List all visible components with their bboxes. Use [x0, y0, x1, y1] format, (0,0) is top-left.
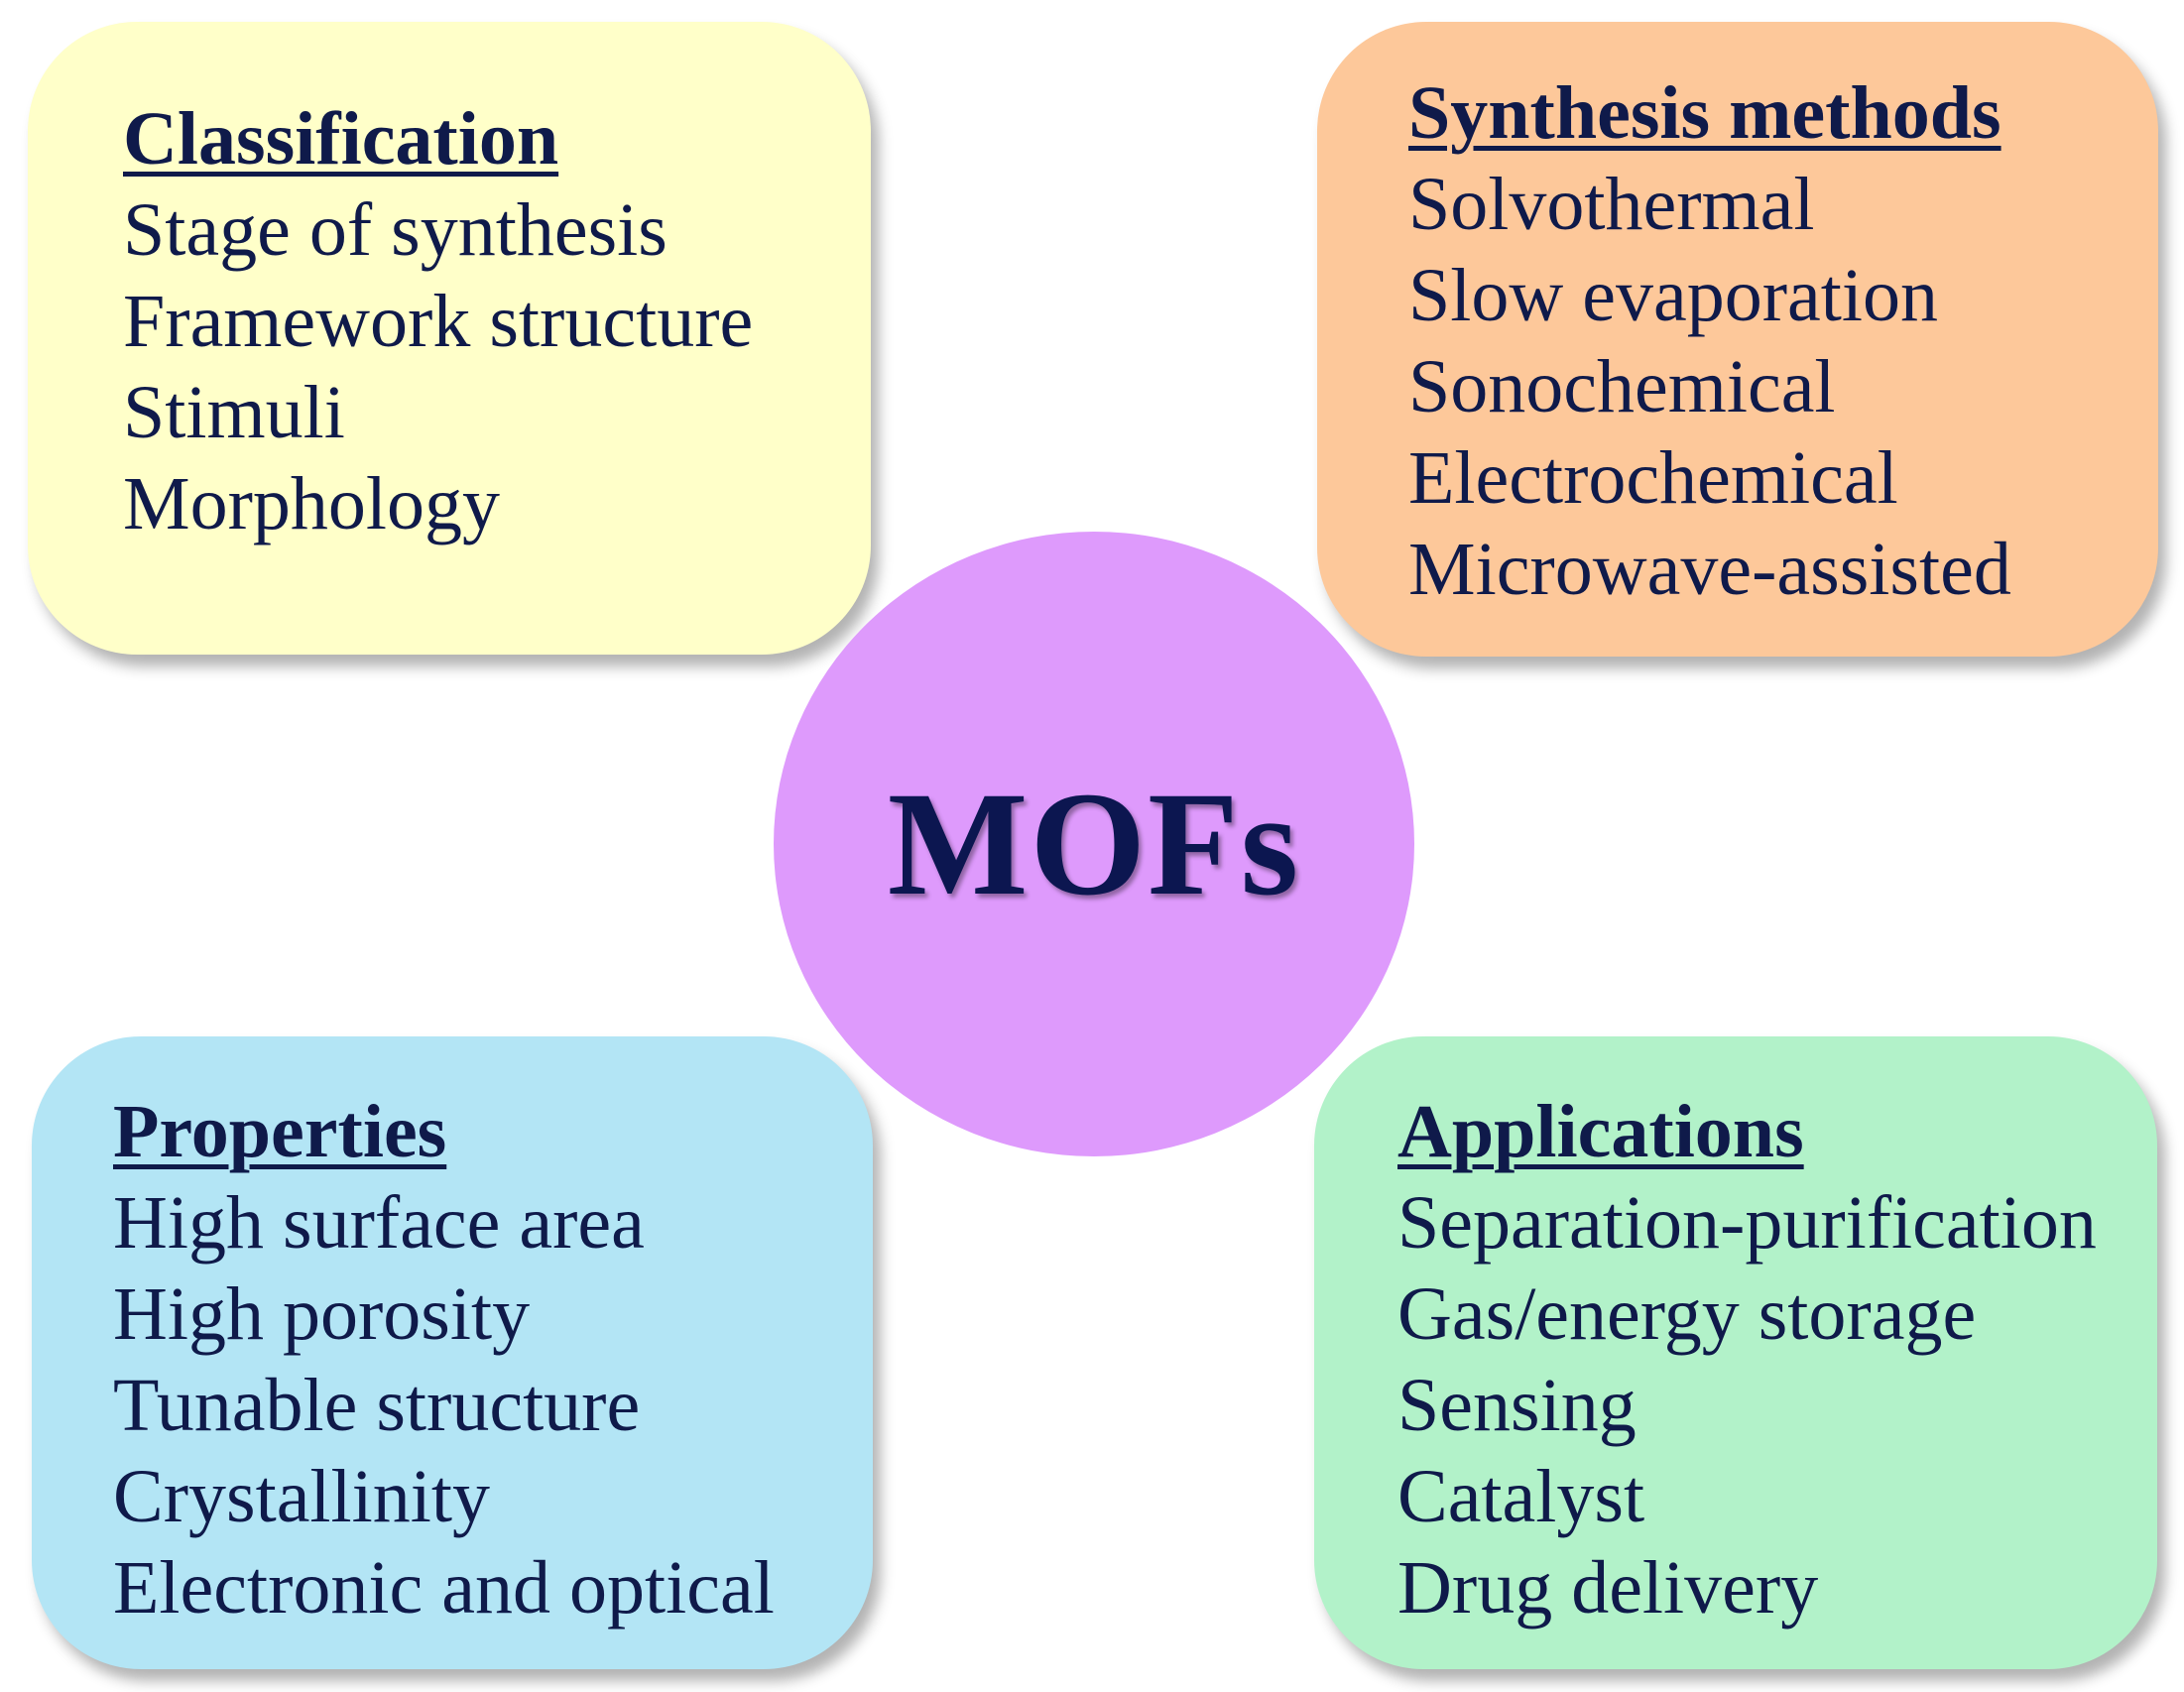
applications-box: Applications Separation-purification Gas…: [1314, 1036, 2157, 1669]
properties-heading: Properties: [113, 1090, 447, 1173]
classification-item: Morphology: [123, 462, 500, 545]
classification-item: Stage of synthesis: [123, 188, 667, 272]
synthesis-method-item: Slow evaporation: [1408, 254, 1939, 337]
property-item: High porosity: [113, 1272, 531, 1356]
application-item: Sensing: [1397, 1364, 1637, 1447]
property-item: Tunable structure: [113, 1364, 641, 1447]
classification-item: Stimuli: [123, 371, 345, 454]
property-item: Electronic and optical: [113, 1546, 775, 1630]
synthesis-method-item: Microwave-assisted: [1408, 528, 2011, 611]
application-item: Gas/energy storage: [1397, 1272, 1977, 1356]
center-circle: MOFs: [774, 532, 1414, 1156]
classification-box: Classification Stage of synthesis Framew…: [28, 22, 871, 655]
application-item: Drug delivery: [1397, 1546, 1819, 1630]
synthesis-methods-heading: Synthesis methods: [1408, 71, 2002, 155]
classification-heading: Classification: [123, 97, 559, 181]
application-item: Separation-purification: [1397, 1181, 2097, 1265]
synthesis-methods-box: Synthesis methods Solvothermal Slow evap…: [1317, 22, 2158, 657]
properties-box: Properties High surface area High porosi…: [32, 1036, 873, 1669]
synthesis-method-item: Solvothermal: [1408, 163, 1815, 246]
center-title: MOFs: [887, 762, 1301, 926]
classification-item: Framework structure: [123, 280, 754, 363]
property-item: Crystallinity: [113, 1455, 490, 1538]
application-item: Catalyst: [1397, 1455, 1645, 1538]
applications-heading: Applications: [1397, 1090, 1804, 1173]
synthesis-method-item: Electrochemical: [1408, 436, 1898, 520]
synthesis-method-item: Sonochemical: [1408, 345, 1836, 428]
property-item: High surface area: [113, 1181, 645, 1265]
